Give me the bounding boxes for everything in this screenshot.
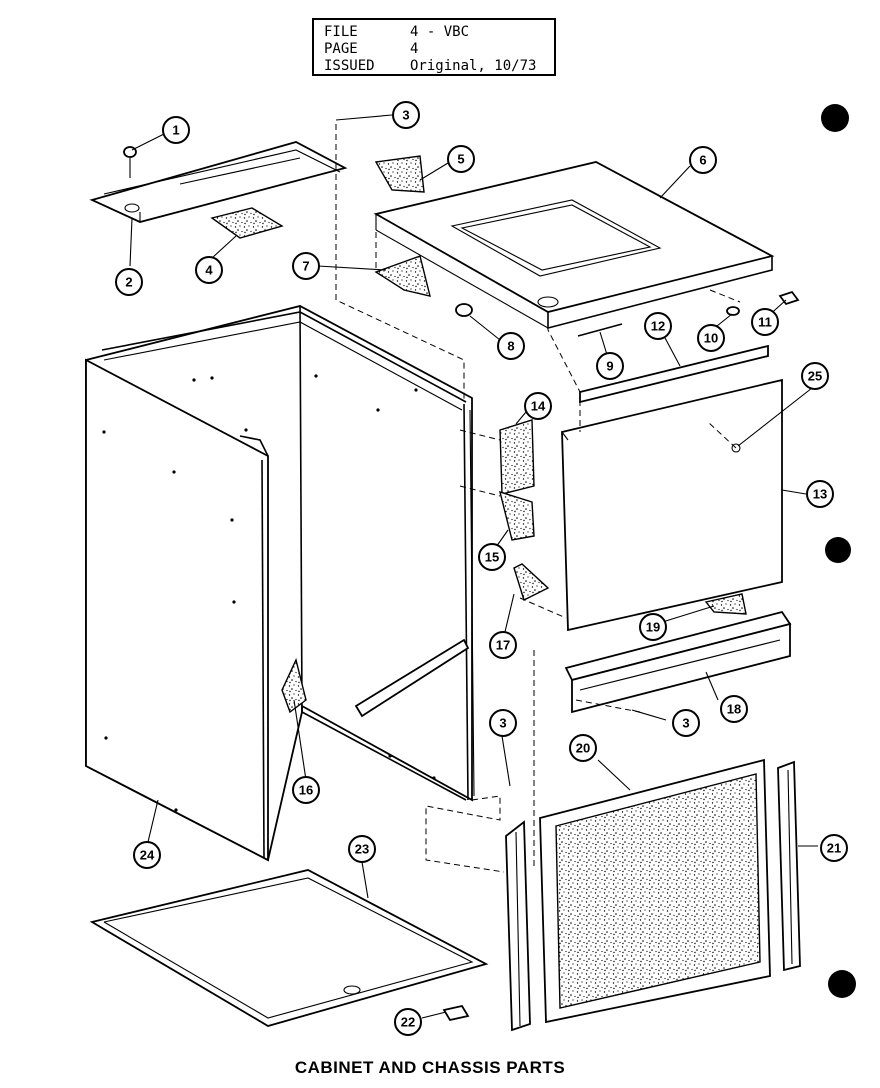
callout-23: 23 bbox=[348, 835, 376, 863]
svg-text:14: 14 bbox=[531, 399, 546, 414]
svg-text:16: 16 bbox=[299, 783, 313, 798]
part-cabinet-shell bbox=[85, 305, 475, 862]
file-row: FILE 4 - VBC bbox=[324, 24, 544, 41]
svg-text:22: 22 bbox=[401, 1015, 415, 1030]
svg-text:17: 17 bbox=[496, 638, 510, 653]
svg-text:19: 19 bbox=[646, 620, 660, 635]
issued-label: ISSUED bbox=[324, 58, 375, 74]
page-label: PAGE bbox=[324, 41, 358, 57]
svg-text:9: 9 bbox=[606, 359, 613, 374]
callout-22: 22 bbox=[394, 1008, 422, 1036]
part-insulation-pad-14 bbox=[499, 419, 535, 495]
callout-7: 7 bbox=[292, 252, 320, 280]
svg-text:13: 13 bbox=[813, 487, 827, 502]
callout-12: 12 bbox=[644, 312, 672, 340]
callout-3-middle: 3 bbox=[489, 709, 517, 737]
registration-dot bbox=[825, 537, 851, 563]
svg-text:6: 6 bbox=[699, 153, 706, 168]
callout-3-lower: 3 bbox=[672, 709, 700, 737]
part-strip-9 bbox=[577, 323, 623, 337]
part-insulation-pad-5 bbox=[374, 155, 425, 193]
svg-text:2: 2 bbox=[125, 275, 132, 290]
file-info-box: FILE 4 - VBC PAGE 4 ISSUED Original, 10/… bbox=[312, 18, 556, 76]
callout-24: 24 bbox=[133, 841, 161, 869]
svg-text:15: 15 bbox=[485, 550, 499, 565]
part-top-cover bbox=[373, 161, 775, 330]
callout-13: 13 bbox=[806, 480, 834, 508]
part-base-pan bbox=[89, 869, 489, 1027]
issued-value: Original, 10/73 bbox=[410, 58, 537, 74]
part-insulation-pad-15 bbox=[499, 490, 535, 541]
svg-text:3: 3 bbox=[499, 716, 506, 731]
registration-dot bbox=[828, 970, 856, 998]
page-row: PAGE 4 bbox=[324, 41, 544, 58]
callout-4: 4 bbox=[195, 256, 223, 284]
callout-18: 18 bbox=[720, 695, 748, 723]
part-base-channel bbox=[564, 610, 792, 714]
svg-text:25: 25 bbox=[808, 369, 822, 384]
svg-text:4: 4 bbox=[205, 263, 213, 278]
svg-text:3: 3 bbox=[682, 716, 689, 731]
file-label: FILE bbox=[324, 24, 358, 40]
part-filter-rail-left bbox=[505, 820, 531, 1032]
svg-text:18: 18 bbox=[727, 702, 741, 717]
svg-text:10: 10 bbox=[704, 331, 718, 346]
file-value: 4 - VBC bbox=[410, 24, 470, 40]
svg-text:23: 23 bbox=[355, 842, 369, 857]
registration-dot bbox=[821, 104, 849, 132]
part-nut-10 bbox=[726, 306, 740, 316]
issued-row: ISSUED Original, 10/73 bbox=[324, 58, 544, 75]
part-insulation-pad-4 bbox=[210, 207, 284, 239]
callout-3: 3 bbox=[392, 101, 420, 129]
callout-14: 14 bbox=[524, 392, 552, 420]
callout-20: 20 bbox=[569, 734, 597, 762]
svg-text:7: 7 bbox=[302, 259, 309, 274]
svg-text:24: 24 bbox=[140, 848, 155, 863]
part-clip-22 bbox=[442, 1004, 470, 1022]
svg-text:3: 3 bbox=[402, 108, 409, 123]
svg-text:1: 1 bbox=[172, 123, 179, 138]
callout-9: 9 bbox=[596, 352, 624, 380]
part-clip-11 bbox=[778, 290, 800, 306]
page-value: 4 bbox=[410, 41, 419, 57]
svg-text:8: 8 bbox=[507, 339, 514, 354]
callout-1: 1 bbox=[162, 116, 190, 144]
part-insulation-pad-7 bbox=[374, 255, 431, 297]
callout-10: 10 bbox=[697, 324, 725, 352]
callout-15: 15 bbox=[478, 543, 506, 571]
callout-21: 21 bbox=[820, 834, 848, 862]
diagram-caption: CABINET AND CHASSIS PARTS bbox=[294, 1058, 566, 1077]
part-bracket-top-left bbox=[89, 141, 348, 223]
part-filter-rail-right bbox=[777, 760, 801, 972]
svg-text:5: 5 bbox=[457, 152, 464, 167]
part-nut bbox=[123, 146, 137, 178]
part-nut-8 bbox=[455, 303, 473, 317]
svg-text:20: 20 bbox=[576, 741, 590, 756]
callout-17: 17 bbox=[489, 631, 517, 659]
part-insulation-pad-19 bbox=[704, 593, 747, 615]
callout-8: 8 bbox=[497, 332, 525, 360]
callout-25: 25 bbox=[801, 362, 829, 390]
callout-16: 16 bbox=[292, 776, 320, 804]
part-insulation-pad-17 bbox=[513, 563, 550, 601]
callout-11: 11 bbox=[751, 308, 779, 336]
callout-19: 19 bbox=[639, 613, 667, 641]
part-air-filter bbox=[539, 758, 771, 1024]
callout-2: 2 bbox=[115, 268, 143, 296]
callout-5: 5 bbox=[447, 145, 475, 173]
part-front-panel bbox=[561, 378, 783, 632]
svg-text:21: 21 bbox=[827, 841, 841, 856]
part-channel-12 bbox=[579, 344, 769, 404]
svg-text:11: 11 bbox=[758, 315, 772, 330]
svg-text:12: 12 bbox=[651, 319, 665, 334]
callout-6: 6 bbox=[689, 146, 717, 174]
